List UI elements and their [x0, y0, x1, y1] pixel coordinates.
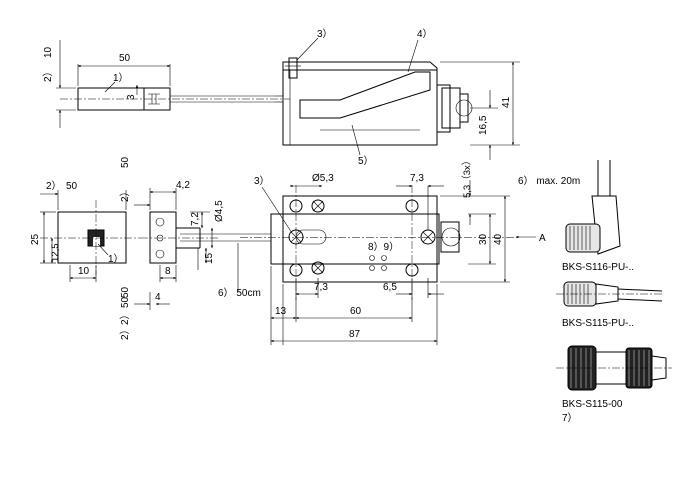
left-dim-25: 25	[30, 233, 41, 245]
mid-dim-2a: 2）	[119, 186, 131, 202]
mid-dim-7-2: 7,2	[190, 212, 201, 226]
main-dim-87: 87	[349, 329, 361, 340]
left-dim-50a: 50	[66, 181, 78, 192]
main-dim-13: 13	[275, 306, 287, 317]
mid-dim-15: 15	[204, 252, 215, 264]
callout-3-top: 3）	[317, 28, 333, 40]
top-dim-41: 41	[501, 96, 512, 108]
main-dim-7-3-bottom: 7,3	[314, 282, 328, 293]
main-dim-30: 30	[478, 233, 489, 245]
left-dim-2a: 2）	[46, 180, 62, 192]
mid-dim-4: 4	[155, 292, 161, 303]
cable-sensor-top	[60, 87, 290, 111]
main-dim-6-5: 6,5	[383, 282, 397, 293]
mid-dim-4-2: 4,2	[176, 180, 190, 191]
connector-bks-s115: BKS-S115-PU-..	[556, 281, 664, 329]
main-callout-3: 3）	[254, 175, 270, 187]
bks-s115-00-label: BKS-S115-00	[562, 399, 623, 410]
main-cable-length: 6） 50cm	[218, 287, 261, 299]
cable-note-20m: 6） max. 20m	[518, 175, 580, 187]
main-dim-7-3-top: 7,3	[410, 173, 424, 184]
top-dim-3: 3	[126, 94, 137, 100]
top-cable-label: 1）	[113, 72, 129, 84]
top-dim-50: 50	[119, 53, 131, 64]
left-dim-50b: 50	[120, 296, 131, 308]
main-dim-40: 40	[493, 233, 504, 245]
connector-bks-s115-00: BKS-S115-00 7）	[556, 345, 672, 424]
bks-s116-label: BKS-S116-PU-..	[562, 262, 634, 273]
callout-5-top: 5）	[358, 155, 374, 167]
top-dim-16-5: 16,5	[478, 115, 489, 135]
bks-s115-label: BKS-S115-PU-..	[562, 318, 634, 329]
left-dim-10: 10	[78, 266, 90, 277]
left-callout-1: 1）	[108, 253, 124, 265]
mid-dim-2b: 2）	[119, 309, 131, 325]
top-view: 50 1） 10 2） 3 3） 4） 5）	[42, 28, 520, 167]
left-dim-12-5: 12,5	[50, 244, 61, 263]
mid-dim-dia-4-5: Ø4,5	[214, 200, 225, 222]
left-dim-2b: 2）	[119, 324, 131, 340]
view-a-label: A	[539, 233, 546, 244]
mid-dim-50b: 50	[120, 286, 131, 298]
left-end-view: 1） 2） 50 25 12,5 10	[30, 180, 140, 282]
mid-end-view: 2） 50 4,2 7,2 Ø4,5 15 8 4 2） 50	[119, 156, 225, 325]
mid-dim-50a: 50	[120, 156, 131, 168]
mid-dim-8: 8	[165, 266, 171, 277]
sensor-body-top	[275, 57, 473, 146]
connector-bks-s116: 6） max. 20m BKS-S116-PU-..	[518, 160, 634, 273]
main-dim-5-3-3x: 5,3（3x）	[461, 156, 473, 198]
top-dim-10: 10	[43, 46, 54, 58]
callout-4-top: 4）	[417, 28, 433, 40]
note-7: 7）	[562, 412, 578, 424]
main-front-view: 3） 8）9） Ø5,3 7,3 5,3（3x） 30 40 A 7,3	[180, 156, 546, 345]
main-callout-89: 8）9）	[368, 241, 399, 253]
main-dim-dia-5-3: Ø5,3	[312, 173, 334, 184]
main-dim-60: 60	[350, 306, 362, 317]
top-dim-2: 2）	[42, 66, 54, 82]
